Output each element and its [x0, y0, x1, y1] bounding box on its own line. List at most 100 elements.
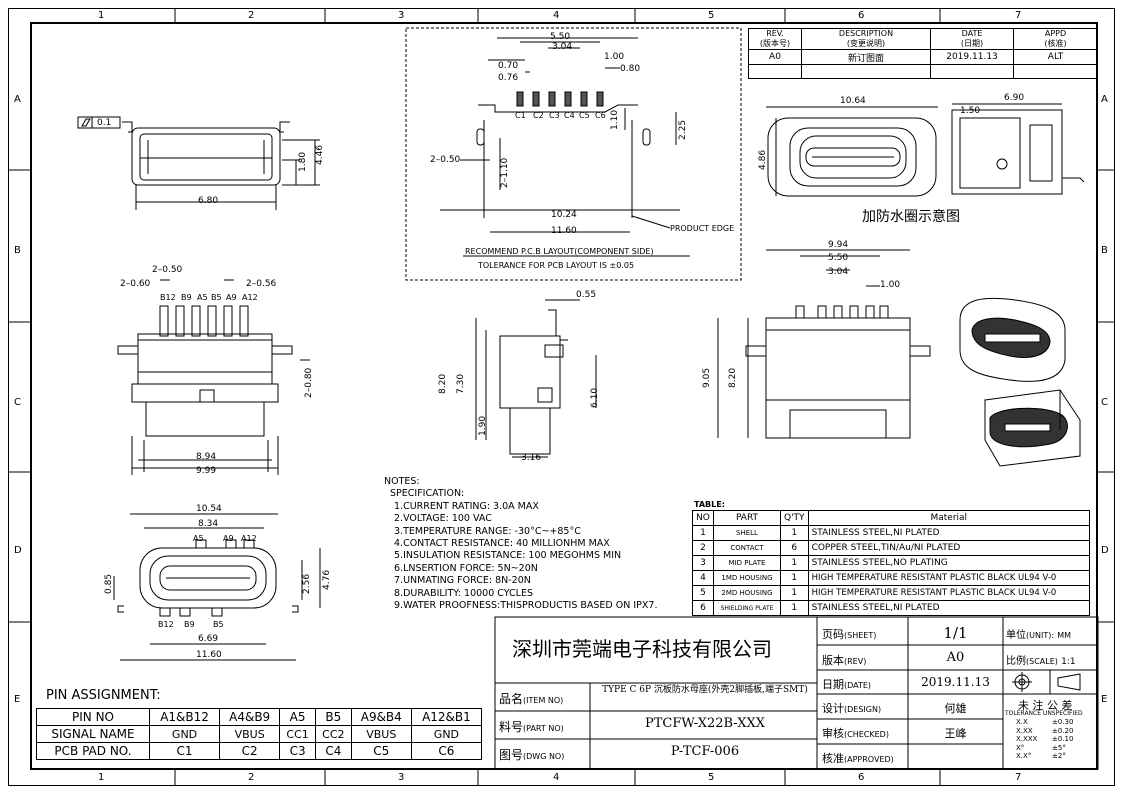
mt-header-no: NO — [692, 510, 714, 526]
tolerance-row: X°±5° — [1016, 743, 1066, 752]
note-item: 4.CONTACT RESISTANCE: 40 MILLIONHM MAX — [394, 538, 610, 550]
pcb-product-edge: PRODUCT EDGE — [670, 224, 735, 233]
zone-right-c: C — [1101, 397, 1108, 408]
zone-bottom-2: 2 — [248, 772, 255, 783]
rv-dim-304: 3.04 — [828, 267, 849, 277]
sv-dim-730: 7.30 — [456, 373, 466, 394]
fv-dim-894: 8.94 — [196, 452, 217, 462]
fv-pin-b9: B9 — [181, 293, 192, 302]
pcb-dim-076: 0.76 — [498, 73, 519, 83]
checked-label: 审核(CHECKED) — [822, 727, 889, 740]
approved-label: 核准(APPROVED) — [822, 752, 894, 765]
note-item: 2.VOLTAGE: 100 VAC — [394, 513, 492, 525]
zone-ticks — [8, 8, 1115, 786]
mt-header-qty: Q'TY — [780, 510, 809, 526]
table-row: 5 2MD HOUSING 1 HIGH TEMPERATURE RESISTA… — [692, 585, 1091, 601]
mt-header-material: Material — [807, 510, 1091, 526]
revision-block: REV.(版本号) DESCRIPTION(变更说明) DATE(日期) APP… — [748, 28, 1098, 79]
zone-top-1: 1 — [98, 10, 105, 21]
tolerance-row: X.X±0.30 — [1016, 718, 1074, 726]
bv-pin-b5: B5 — [213, 620, 224, 629]
bv-dim-085: 0.85 — [104, 573, 114, 594]
zone-left-b: B — [14, 245, 21, 256]
date-label: 日期(DATE) — [822, 678, 872, 691]
front-view — [117, 279, 310, 475]
zone-top-7: 7 — [1015, 10, 1022, 21]
pcb-dim-2-050: 2–0.50 — [430, 155, 461, 165]
scale-label: 比例(SCALE) 1:1 — [1006, 656, 1076, 667]
fv-pin-b12: B12 — [160, 293, 176, 302]
zone-left-c: C — [14, 397, 21, 408]
rv-dim-994: 9.94 — [828, 240, 849, 250]
note-item: 3.TEMPERATURE RANGE: -30°C~+85°C — [394, 525, 581, 537]
rev-block-value: A0 — [946, 650, 965, 665]
unit-label: 单位(UNIT): MM — [1006, 630, 1072, 641]
rev-header-rev: REV.(版本号) — [748, 28, 802, 50]
top-view-dim-446: 4.46 — [315, 144, 325, 165]
rev-desc-value: 新订图面 — [801, 49, 931, 65]
pcb-pad-c6: C6 — [595, 111, 606, 120]
wp-caption: 加防水圈示意图 — [862, 209, 960, 225]
zone-left-e: E — [14, 694, 21, 705]
sv-dim-610: 6.10 — [590, 387, 600, 408]
note-item: 7.UNMATING FORCE: 8N-20N — [394, 575, 531, 587]
zone-bottom-3: 3 — [398, 772, 405, 783]
zone-bottom-6: 6 — [858, 772, 865, 783]
note-item: 9.WATER PROOFNESS:THISPRODUCTIS BASED ON… — [394, 600, 658, 612]
pcb-layout-title: RECOMMEND P.C.B LAYOUT(COMPONENT SIDE) — [465, 247, 654, 256]
note-item: 6.LNSERTION FORCE: 5N~20N — [394, 562, 538, 574]
pcb-dim-100: 1.00 — [604, 52, 625, 62]
zone-top-2: 2 — [248, 10, 255, 21]
drawing-outer-frame — [8, 8, 1115, 786]
fv-dim-2-056: 2–0.56 — [246, 279, 277, 289]
table-row: SIGNAL NAME GND VBUS CC1 CC2 VBUS GND — [36, 725, 483, 743]
fv-dim-2-050: 2–0.50 — [152, 265, 183, 275]
rv-dim-820: 8.20 — [728, 367, 738, 388]
tolerance-row: X.XXX±0.10 — [1016, 735, 1074, 743]
bottom-view — [113, 513, 321, 661]
tolerance-list: X.X±0.30 X.XX±0.20 X.XXX±0.10 X°±5° X.X°… — [1016, 718, 1073, 761]
zone-bottom-1: 1 — [98, 772, 105, 783]
top-view-dim-180: 1.80 — [298, 151, 308, 172]
bv-dim-256: 2.56 — [302, 573, 312, 594]
pcb-dim-225: 2.25 — [678, 119, 688, 140]
item-label: 品名(ITEM NO) — [499, 692, 564, 706]
tolerance-row: X.X°±2° — [1016, 752, 1066, 760]
pcb-dim-110: 1.10 — [610, 109, 620, 130]
sv-dim-316: 3.16 — [521, 453, 542, 463]
zone-bottom-4: 4 — [553, 772, 560, 783]
part-label: 料号(PART NO) — [499, 720, 564, 734]
rv-dim-100: 1.00 — [880, 280, 901, 290]
notes-block: NOTES: SPECIFICATION: 1.CURRENT RATING: … — [384, 476, 657, 612]
title-block-lines — [494, 616, 1099, 770]
pcb-dim-1024: 10.24 — [551, 210, 577, 220]
table-row: 3 MID PLATE 1 STAINLESS STEEL,NO PLATING — [692, 555, 1091, 571]
iso-view-top — [959, 297, 1066, 382]
zone-right-d: D — [1101, 545, 1109, 556]
zone-top-6: 6 — [858, 10, 865, 21]
dwg-label: 图号(DWG NO) — [499, 748, 565, 762]
bv-dim-834: 8.34 — [198, 519, 219, 529]
item-value: TYPE C 6P 沉板防水母座(外壳2脚插板,端子SMT) — [602, 685, 808, 695]
pcb-layout — [405, 27, 742, 281]
zone-right-b: B — [1101, 245, 1108, 256]
design-value: 何雄 — [944, 702, 967, 715]
zone-bottom-7: 7 — [1015, 772, 1022, 783]
part-value: PTCFW-X22B-XXX — [644, 716, 765, 731]
rev-value: A0 — [748, 49, 802, 65]
table-row: 4 1MD HOUSING 1 HIGH TEMPERATURE RESISTA… — [692, 570, 1091, 586]
rev-header-date: DATE(日期) — [930, 28, 1014, 50]
bv-pin-b9: B9 — [184, 620, 195, 629]
pcb-pad-c3: C3 — [549, 111, 560, 120]
fv-pin-a5: A5 — [197, 293, 208, 302]
tolerance-subtitle: TOLERANCE UNSPECIFIED — [1005, 710, 1083, 717]
pcb-dim-1160: 11.60 — [551, 226, 577, 236]
waterproof-ring-views — [766, 103, 1085, 197]
table-row: 6 SHIELDING PLATE 1 STAINLESS STEEL,NI P… — [692, 600, 1091, 616]
rear-view — [717, 249, 931, 439]
fv-dim-2-080: 2–0.80 — [304, 367, 314, 398]
sheet-value: 1/1 — [943, 624, 968, 642]
checked-value: 王峰 — [944, 727, 967, 740]
bv-dim-1054: 10.54 — [196, 504, 222, 514]
notes-spec: SPECIFICATION: — [390, 488, 465, 500]
